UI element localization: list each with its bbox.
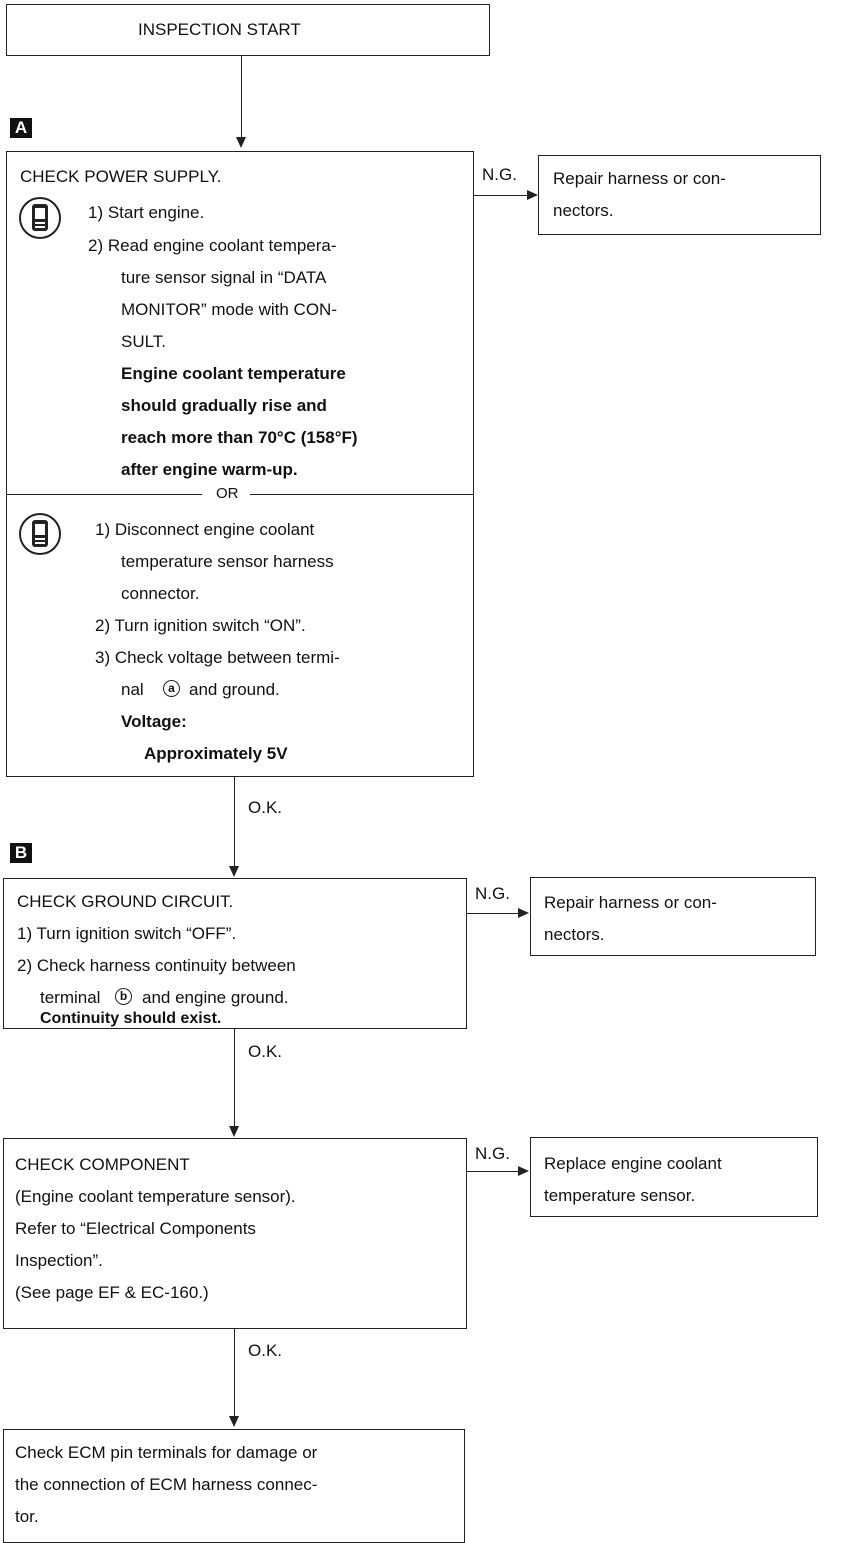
arrow-head xyxy=(518,1166,529,1176)
step-c-line-5: (See page EF & EC-160.) xyxy=(15,1283,209,1302)
step-b-ng-label: N.G. xyxy=(475,884,510,903)
step-a-meter-step-1c: connector. xyxy=(121,584,200,603)
step-a-consult-step-2: 2) Read engine coolant tempera- xyxy=(88,236,337,255)
step-b-spec: Continuity should exist. xyxy=(40,1010,222,1027)
step-a-consult-step-1: 1) Start engine. xyxy=(88,203,205,222)
step-a-meter-step-3b-post: and ground. xyxy=(189,680,280,699)
arrow-head xyxy=(229,866,239,877)
step-c-line-2: (Engine coolant temperature sensor). xyxy=(15,1187,296,1206)
or-divider-right xyxy=(250,494,474,495)
arrow-head xyxy=(229,1416,239,1427)
step-tag-b: B xyxy=(10,843,32,863)
final-line-2: the connection of ECM harness connec- xyxy=(15,1475,318,1494)
check-ground-circuit-box xyxy=(3,878,467,1029)
step-a-spec-3: reach more than 70°C (158°F) xyxy=(121,428,358,447)
step-a-ng-label: N.G. xyxy=(482,165,517,184)
connector-start-a xyxy=(241,56,242,141)
step-a-meter-step-1: 1) Disconnect engine coolant xyxy=(95,520,315,539)
step-a-ng-action-2: nectors. xyxy=(553,201,614,220)
step-a-voltage-value: Approximately 5V xyxy=(144,744,288,763)
step-a-voltage-label: Voltage: xyxy=(121,712,187,731)
arrow-head xyxy=(236,137,246,148)
step-a-spec-2: should gradually rise and xyxy=(121,396,327,415)
final-line-3: tor. xyxy=(15,1507,39,1526)
step-b-step-2: 2) Check harness continuity between xyxy=(17,956,296,975)
step-a-ng-action-box xyxy=(538,155,821,235)
final-check-box xyxy=(3,1429,465,1543)
step-b-ng-action-2: nectors. xyxy=(544,925,605,944)
step-c-ok-label: O.K. xyxy=(248,1341,283,1360)
step-b-step-2b-post: and engine ground. xyxy=(142,988,289,1007)
step-a-meter-step-3b-pre: nal xyxy=(121,680,144,699)
step-tag-a: A xyxy=(10,118,32,138)
check-power-supply-box xyxy=(6,151,474,777)
step-a-ng-line xyxy=(474,195,528,196)
check-component-box xyxy=(3,1138,467,1329)
consult-tool-icon xyxy=(19,197,61,239)
step-c-ng-action-2: temperature sensor. xyxy=(544,1186,696,1205)
step-b-ng-action-1: Repair harness or con- xyxy=(544,893,717,912)
step-b-ok-label: O.K. xyxy=(248,1042,283,1061)
step-a-title: CHECK POWER SUPPLY. xyxy=(20,167,222,186)
step-a-spec-1: Engine coolant temperature xyxy=(121,364,346,383)
step-a-consult-step-2d: SULT. xyxy=(121,332,167,351)
step-a-consult-step-2b: ture sensor signal in “DATA xyxy=(121,268,327,287)
step-c-line-1: CHECK COMPONENT xyxy=(15,1155,190,1174)
or-divider-label: OR xyxy=(216,485,239,502)
step-b-title: CHECK GROUND CIRCUIT. xyxy=(17,892,234,911)
inspection-start-label: INSPECTION START xyxy=(138,20,301,39)
inspection-start-box xyxy=(6,4,490,56)
step-a-ng-action-1: Repair harness or con- xyxy=(553,169,726,188)
step-b-step-2b-pre: terminal xyxy=(40,988,101,1007)
step-c-ng-action-box xyxy=(530,1137,818,1217)
arrow-head xyxy=(229,1126,239,1137)
arrow-head xyxy=(518,908,529,918)
step-c-line-4: Inspection”. xyxy=(15,1251,103,1270)
final-line-1: Check ECM pin terminals for damage or xyxy=(15,1443,318,1462)
connector-a-b xyxy=(234,777,235,870)
step-a-meter-step-2: 2) Turn ignition switch “ON”. xyxy=(95,616,306,635)
multimeter-icon xyxy=(19,513,61,555)
step-c-line-3: Refer to “Electrical Components xyxy=(15,1219,256,1238)
terminal-a-mark: a xyxy=(163,680,180,697)
step-a-consult-step-2c: MONITOR” mode with CON- xyxy=(121,300,337,319)
step-c-ng-action-1: Replace engine coolant xyxy=(544,1154,722,1173)
arrow-head xyxy=(527,190,538,200)
step-b-step-1: 1) Turn ignition switch “OFF”. xyxy=(17,924,237,943)
connector-c-final xyxy=(234,1329,235,1421)
step-a-meter-step-1b: temperature sensor harness xyxy=(121,552,334,571)
or-divider-left xyxy=(6,494,202,495)
step-a-meter-step-3: 3) Check voltage between termi- xyxy=(95,648,340,667)
step-c-ng-label: N.G. xyxy=(475,1144,510,1163)
step-b-ng-action-box xyxy=(530,877,816,956)
terminal-b-mark: b xyxy=(115,988,132,1005)
step-a-ok-label: O.K. xyxy=(248,798,283,817)
connector-b-c xyxy=(234,1029,235,1130)
step-a-spec-4: after engine warm-up. xyxy=(121,460,298,479)
step-c-ng-line xyxy=(467,1171,519,1172)
step-b-ng-line xyxy=(467,913,519,914)
